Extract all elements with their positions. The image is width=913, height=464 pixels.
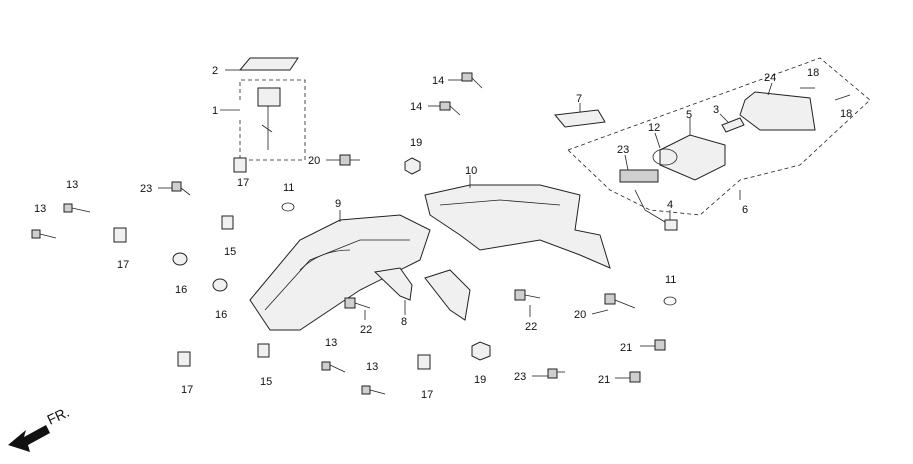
label-21-a: 21 [620,342,632,354]
part-24-lamp-housing: 24 [739,72,816,131]
label-23-b: 23 [140,183,152,195]
part-17-clips: 17 17 17 17 [113,157,433,401]
part-9-rear-fender: 9 [249,198,431,331]
label-1: 1 [212,105,218,117]
part-10-upper-fender: 10 [424,165,611,269]
part-6-taillight-group: 6 [567,57,871,216]
part-4-wire: 4 [634,189,678,231]
label-19-b: 19 [474,374,486,386]
label-18-b: 18 [840,108,852,120]
part-22-bolts: 22 22 [344,289,541,336]
label-21-b: 21 [598,374,610,386]
part-18-screws: 18 18 [800,67,852,120]
part-23-bolts: 23 23 [140,181,565,383]
label-12: 12 [648,122,660,134]
label-23-a: 23 [617,144,629,156]
label-13-d: 13 [366,361,378,373]
front-direction-indicator: FR. [8,404,72,452]
label-11-b: 11 [665,274,676,286]
part-8-brackets: 8 [373,267,471,328]
part-15-clips: 15 15 [221,215,272,388]
label-17-a: 17 [237,177,249,189]
part-19-nuts: 19 19 [404,137,491,386]
part-1-bracket: 1 [212,79,306,161]
label-14-a: 14 [432,75,444,87]
label-23-c: 23 [514,371,526,383]
part-5-lens: 5 [659,109,726,181]
label-19-a: 19 [410,137,422,149]
label-24: 24 [764,72,776,84]
label-3: 3 [713,104,719,116]
label-20-a: 20 [308,155,320,167]
label-5: 5 [686,109,692,121]
label-18-a: 18 [807,67,819,79]
label-8: 8 [401,316,407,328]
label-17-d: 17 [421,389,433,401]
part-23-socket: 23 [617,144,659,183]
label-15-b: 15 [260,376,272,388]
label-15-a: 15 [224,246,236,258]
label-13-a: 13 [66,179,78,191]
label-6: 6 [742,204,748,216]
part-3-clip: 3 [713,104,745,133]
label-14-b: 14 [410,101,422,113]
part-21-bolts: 21 21 [598,339,666,386]
part-16-washers: 16 16 [172,252,228,321]
label-2: 2 [212,65,218,77]
label-20-b: 20 [574,309,586,321]
label-16-b: 16 [215,309,227,321]
label-7: 7 [576,93,582,105]
label-22-b: 22 [525,321,537,333]
front-arrow-icon [8,425,50,452]
part-13-bolts: 13 13 13 13 [31,179,386,395]
label-13-c: 13 [325,337,337,349]
part-20-bolts: 20 20 [308,154,636,321]
label-4: 4 [667,199,673,211]
part-12-gasket: 12 [648,122,678,166]
front-label: FR. [45,404,72,428]
label-10: 10 [465,165,477,177]
label-9: 9 [335,198,341,210]
label-13-b: 13 [34,203,46,215]
label-17-c: 17 [181,384,193,396]
part-2-plate: 2 [212,57,299,77]
label-11-a: 11 [283,182,294,194]
part-14-bolts: 14 14 [410,72,483,116]
label-22-a: 22 [360,324,372,336]
part-7-plate-holder: 7 [554,93,606,128]
part-11-orings: 11 11 [281,182,676,306]
label-16-a: 16 [175,284,187,296]
label-17-b: 17 [117,259,129,271]
